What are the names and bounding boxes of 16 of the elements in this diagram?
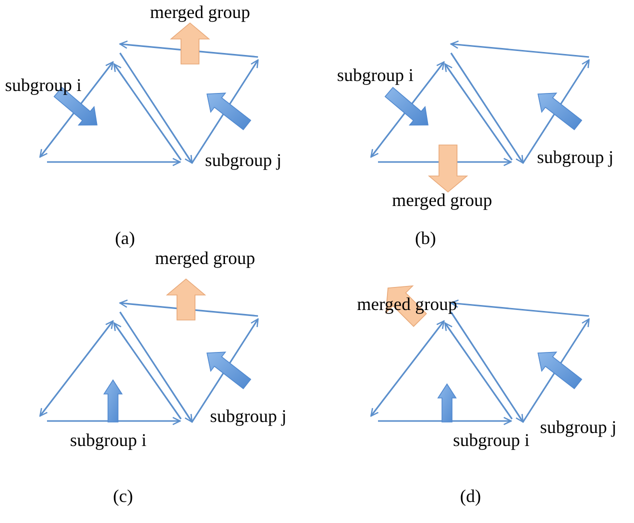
group-label: merged group — [150, 2, 250, 22]
panel-label: (d) — [460, 486, 481, 506]
group-label: subgroup j — [537, 147, 614, 167]
group-label: subgroup i — [70, 430, 146, 450]
group-label: subgroup i — [337, 65, 414, 85]
group-label: merged group — [392, 190, 492, 210]
group-label: subgroup i — [453, 430, 530, 450]
group-label: subgroup j — [540, 417, 616, 437]
group-label: merged group — [155, 248, 256, 268]
group-label: subgroup i — [5, 75, 82, 95]
panel-label: (b) — [415, 228, 436, 248]
panel-label: (a) — [115, 228, 135, 248]
group-label: subgroup j — [210, 406, 286, 426]
panel-label: (c) — [113, 486, 133, 506]
group-label: subgroup j — [205, 150, 282, 170]
group-label: merged group — [357, 294, 458, 314]
